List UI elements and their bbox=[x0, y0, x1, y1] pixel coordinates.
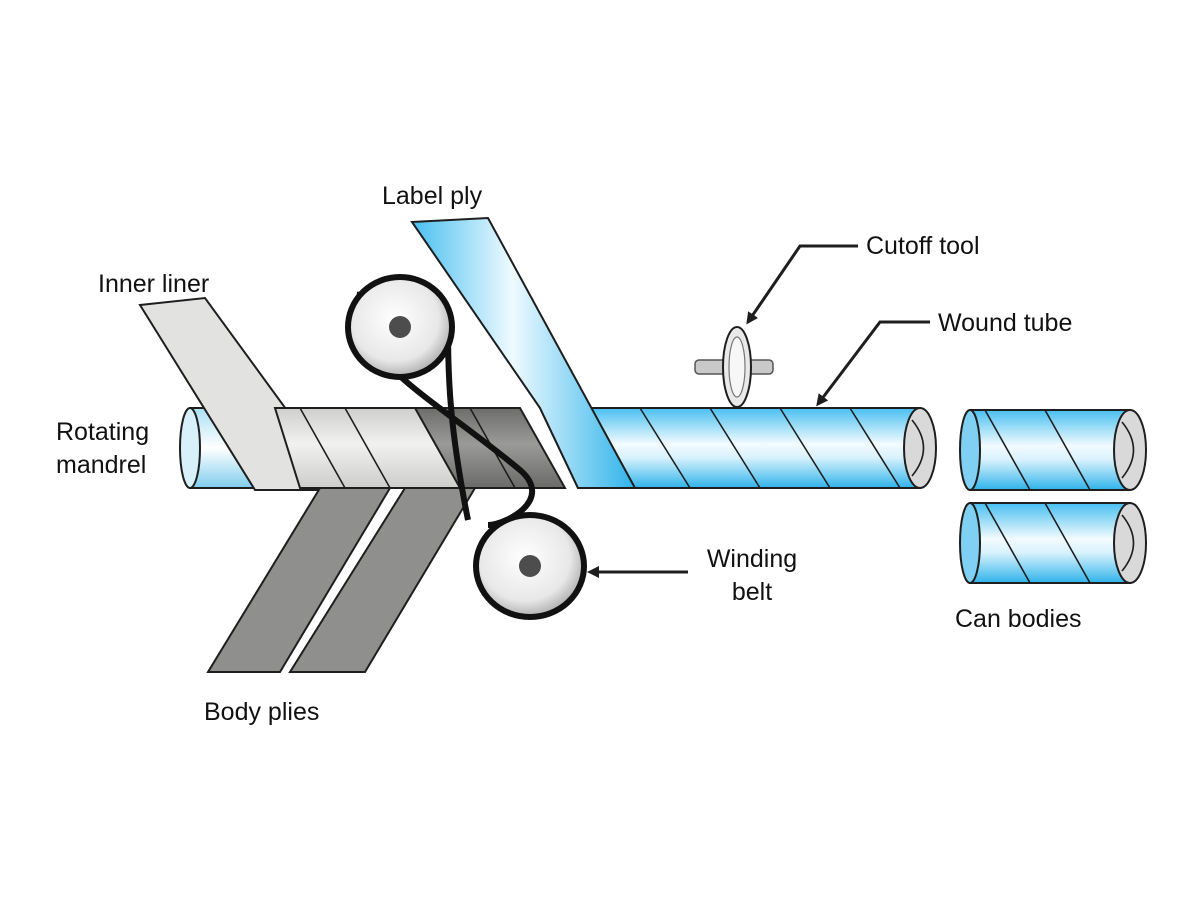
can-bodies-label: Can bodies bbox=[955, 605, 1082, 633]
winding-belt-label-line1: Winding bbox=[706, 545, 798, 573]
wound-tube bbox=[538, 407, 937, 489]
wound-tube-arrow bbox=[816, 320, 930, 407]
rotating-mandrel-label-line1: Rotating bbox=[56, 418, 150, 446]
inner-liner-label: Inner liner bbox=[98, 270, 210, 298]
winding-belt-assembly bbox=[345, 274, 587, 620]
label-ply-strip bbox=[410, 216, 637, 489]
cutoff-tool bbox=[694, 326, 774, 408]
can-body-top bbox=[959, 409, 1147, 491]
rotating-mandrel-label-line2: mandrel bbox=[56, 451, 147, 479]
body-plies-label: Body plies bbox=[204, 698, 320, 726]
wound-tube-label: Wound tube bbox=[938, 309, 1073, 337]
cutoff-tool-arrow bbox=[746, 244, 858, 325]
winding-belt-label-line2: belt bbox=[731, 578, 773, 606]
can-body-bottom bbox=[959, 502, 1147, 584]
cutoff-tool-label: Cutoff tool bbox=[866, 232, 980, 260]
label-ply-label: Label ply bbox=[382, 182, 483, 210]
